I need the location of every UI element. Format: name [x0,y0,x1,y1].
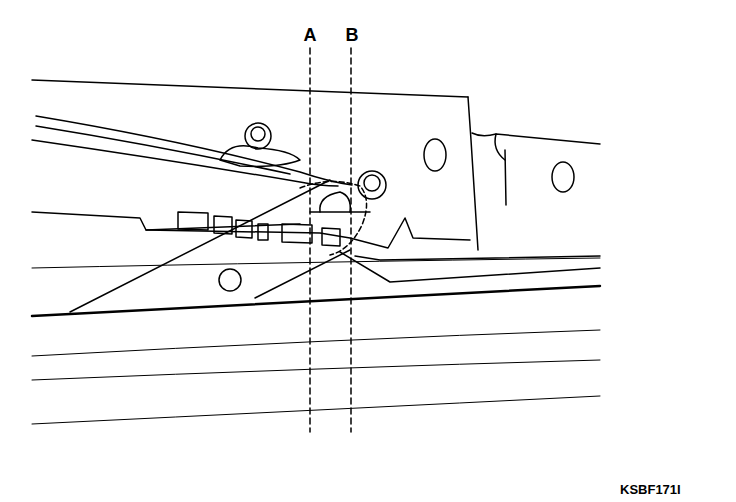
figure-code: KSBF171I [620,483,681,496]
section-marker: A [304,26,317,44]
section-marker: B [346,26,359,44]
